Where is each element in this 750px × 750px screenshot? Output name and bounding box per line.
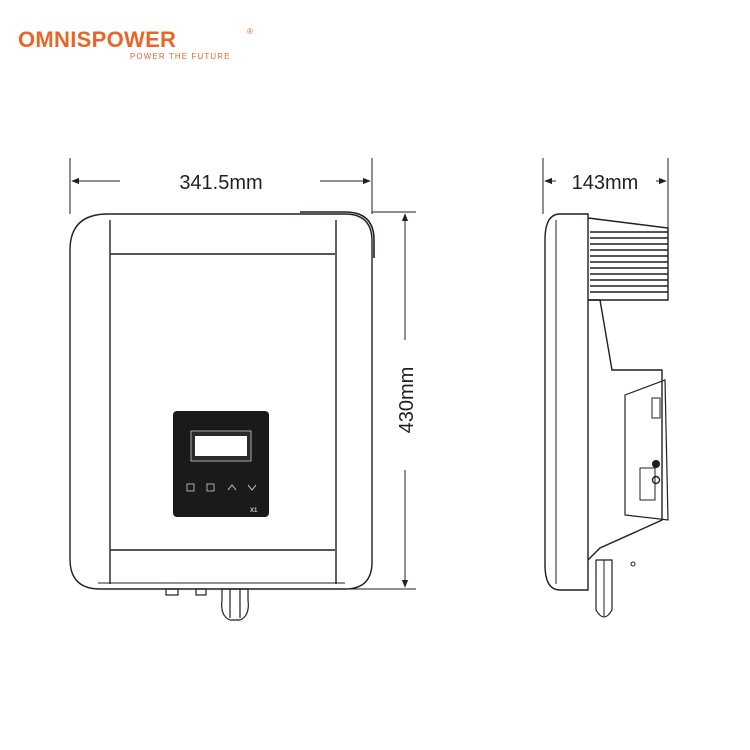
front-view (69, 211, 375, 590)
side-mount-bracket (624, 379, 669, 521)
brand-logo: OMNISPOWER ® POWER THE FUTURE (18, 24, 263, 64)
height-label: 430mm (396, 367, 418, 434)
front-top-lip (300, 211, 375, 258)
front-connector-small-2 (195, 588, 207, 596)
side-backplate (587, 299, 663, 561)
width-dimension (69, 158, 373, 214)
width-label: 341.5mm (179, 172, 262, 194)
height-dimension (300, 211, 416, 590)
model-badge: X1 (250, 508, 258, 514)
up-button-icon (227, 484, 237, 491)
registered-mark: ® (247, 27, 253, 36)
side-body (544, 213, 589, 591)
brand-name: OMNISPOWER (18, 27, 176, 52)
side-hole-icon (651, 475, 661, 485)
display-panel: X1 (173, 411, 269, 517)
brand-logo-graphic: OMNISPOWER ® POWER THE FUTURE (18, 27, 253, 61)
brand-tagline: POWER THE FUTURE (130, 52, 231, 61)
front-cable-gland (221, 588, 249, 621)
side-screw-icon (652, 460, 660, 468)
side-view (544, 213, 669, 618)
depth-dimension (542, 158, 669, 228)
esc-button-icon (206, 483, 215, 492)
display-panel-body (173, 411, 269, 517)
depth-label: 143mm (572, 172, 639, 194)
front-connectors (165, 588, 249, 621)
side-connector (595, 559, 613, 618)
front-outer-casing (69, 213, 373, 590)
enter-button-icon (186, 483, 195, 492)
down-button-icon (247, 484, 257, 491)
front-connector-small-1 (165, 588, 179, 596)
side-heatsink (587, 217, 669, 301)
heatsink-fins (590, 231, 668, 293)
